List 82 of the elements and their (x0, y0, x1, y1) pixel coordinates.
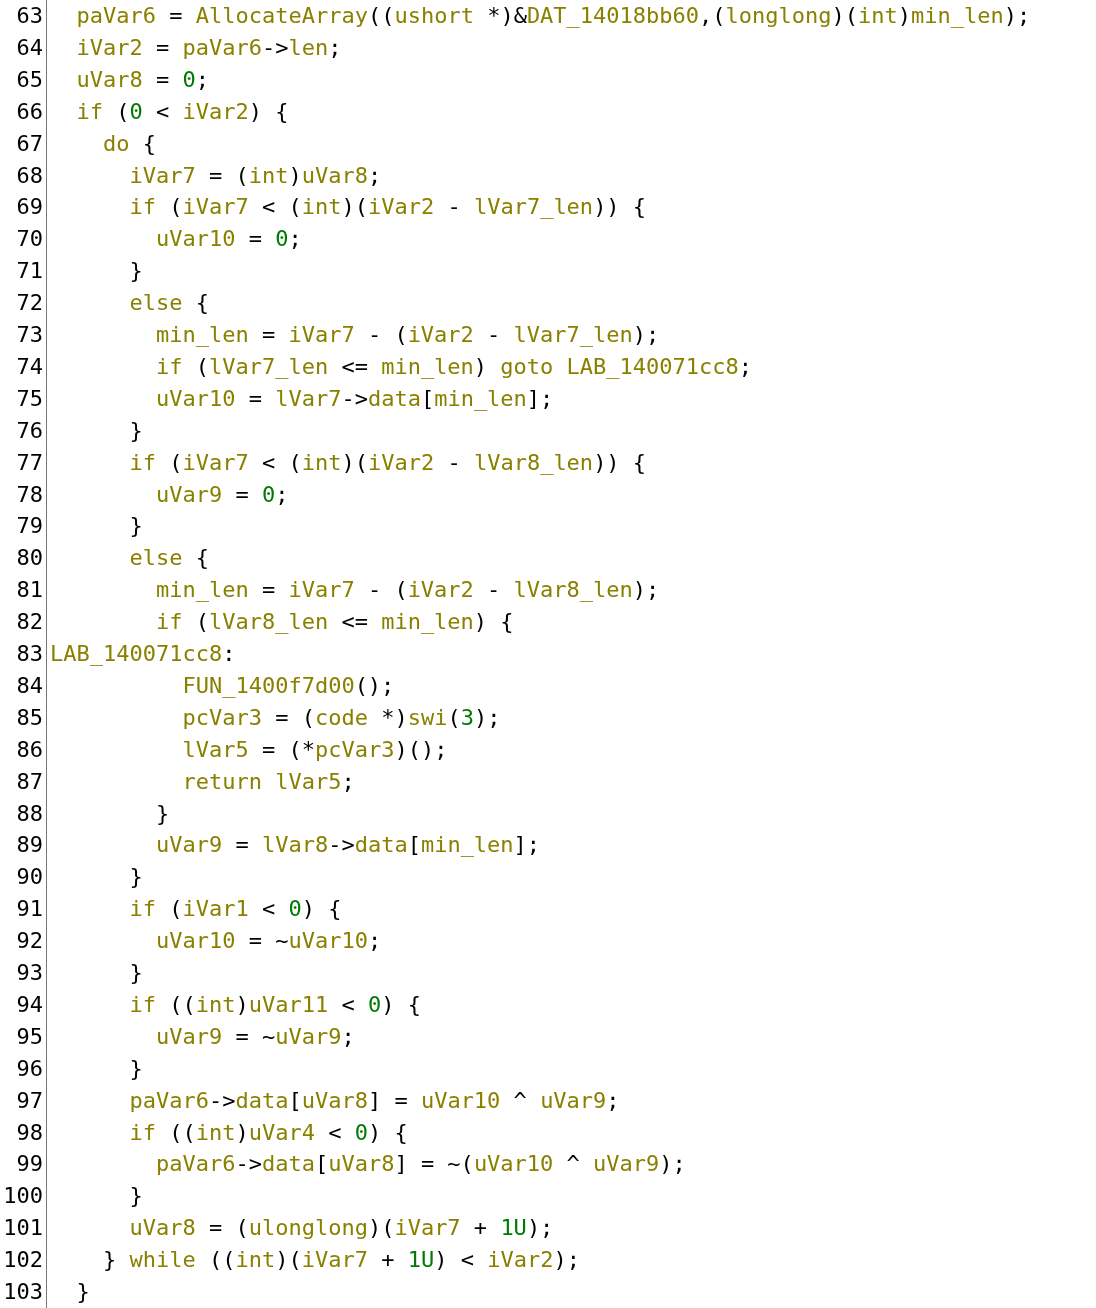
code-line: } while ((int)(iVar7 + 1U) < iVar2); (102, 1246, 580, 1275)
line-number: 65 (15, 65, 43, 94)
line-number: 87 (15, 767, 43, 796)
line-number: 80 (15, 544, 43, 573)
code-line: } (76, 1278, 90, 1306)
line-number: 98 (15, 1118, 43, 1147)
line-number: 99 (15, 1150, 43, 1179)
code-line: } (129, 512, 143, 541)
code-line: if (0 < iVar2) { (76, 97, 289, 126)
code-line: } (129, 416, 143, 445)
code-line: else { (129, 289, 209, 318)
line-number: 89 (15, 831, 43, 860)
line-number: 101 (2, 1214, 43, 1243)
code-line: if ((int)uVar4 < 0) { (129, 1118, 408, 1147)
line-number: 97 (15, 1086, 43, 1115)
line-number: 94 (15, 990, 43, 1019)
line-number: 86 (15, 735, 43, 764)
code-line: uVar9 = ~uVar9; (155, 1022, 355, 1051)
line-number: 90 (15, 863, 43, 892)
code-line: paVar6->data[uVar8] = ~(uVar10 ^ uVar9); (155, 1150, 686, 1179)
line-number: 68 (15, 161, 43, 190)
code-line: else { (129, 544, 209, 573)
line-number: 64 (15, 33, 43, 62)
line-number: 73 (15, 321, 43, 349)
code-line: iVar7 = (int)uVar8; (129, 161, 382, 190)
line-number: 78 (15, 480, 43, 509)
line-number: 102 (2, 1246, 43, 1275)
code-line: iVar2 = paVar6->len; (76, 33, 342, 62)
code-line: uVar10 = lVar7->data[min_len]; (155, 384, 554, 413)
code-line: FUN_1400f7d00(); (182, 671, 395, 700)
code-line: } (129, 257, 143, 286)
line-number: 96 (15, 1054, 43, 1083)
line-number: 100 (2, 1182, 43, 1211)
code-line: if (iVar7 < (int)(iVar2 - lVar8_len)) { (129, 448, 647, 477)
code-line: uVar8 = (ulonglong)(iVar7 + 1U); (129, 1214, 554, 1243)
line-number: 92 (15, 927, 43, 956)
line-number: 63 (15, 2, 43, 30)
line-number: 75 (15, 384, 43, 413)
code-line: if (iVar7 < (int)(iVar2 - lVar7_len)) { (129, 193, 647, 222)
line-number: 82 (15, 608, 43, 637)
line-number: 79 (15, 512, 43, 541)
code-line: uVar9 = lVar8->data[min_len]; (155, 831, 541, 860)
code-line: uVar8 = 0; (76, 65, 209, 94)
code-line: uVar10 = ~uVar10; (155, 927, 382, 956)
code-line: if ((int)uVar11 < 0) { (129, 990, 421, 1019)
line-number: 70 (15, 225, 43, 254)
code-line: uVar9 = 0; (155, 480, 289, 509)
line-number: 95 (15, 1022, 43, 1051)
code-line: paVar6 = AllocateArray((ushort *)&DAT_14018bb60,(longlong)(int)min_len); (76, 2, 1031, 30)
code-line: if (iVar1 < 0) { (129, 895, 342, 924)
line-number: 91 (15, 895, 43, 924)
code-line: min_len = iVar7 - (iVar2 - lVar8_len); (155, 576, 660, 605)
code-line: } (129, 959, 143, 987)
line-number: 84 (15, 671, 43, 700)
code-line: LAB_140071cc8: (50, 640, 236, 668)
code-line: pcVar3 = (code *)swi(3); (182, 703, 501, 732)
code-line: } (129, 863, 143, 892)
code-line: } (155, 799, 170, 828)
line-number: 71 (15, 257, 43, 286)
line-number: 103 (2, 1278, 43, 1306)
line-number: 69 (15, 193, 43, 222)
line-number: 67 (15, 129, 43, 158)
line-number: 83 (15, 640, 43, 668)
code-line: if (lVar7_len <= min_len) goto LAB_140071cc8; (155, 352, 753, 381)
line-number: 85 (15, 703, 43, 732)
line-number: 66 (15, 97, 43, 126)
line-number: 76 (15, 416, 43, 445)
code-line: do { (102, 129, 156, 158)
line-number: 74 (15, 352, 43, 381)
code-line: } (129, 1182, 143, 1211)
line-number: 77 (15, 448, 43, 477)
code-line: paVar6->data[uVar8] = uVar10 ^ uVar9; (129, 1086, 620, 1115)
line-number: 93 (15, 959, 43, 987)
line-number: 72 (15, 289, 43, 318)
line-number: 88 (15, 799, 43, 828)
code-line: return lVar5; (182, 767, 355, 796)
line-number: 81 (15, 576, 43, 605)
code-line: uVar10 = 0; (155, 225, 302, 254)
code-line: if (lVar8_len <= min_len) { (155, 608, 514, 637)
code-line: lVar5 = (*pcVar3)(); (182, 735, 448, 764)
code-line: min_len = iVar7 - (iVar2 - lVar7_len); (155, 321, 660, 349)
code-line: } (129, 1054, 143, 1083)
